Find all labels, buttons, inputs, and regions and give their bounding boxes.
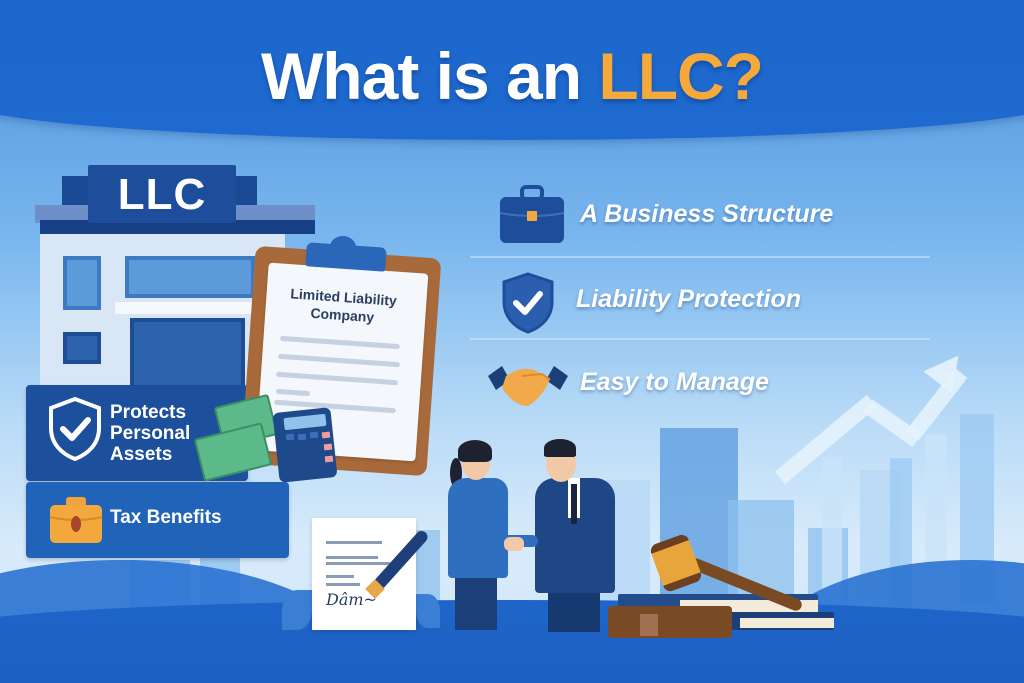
handshake-icon [484,358,572,412]
feature-liability-protection: Liability Protection [490,262,910,342]
feature-business-structure: A Business Structure [490,180,910,260]
footer-band [0,600,1024,683]
divider [470,256,930,258]
divider [470,338,930,340]
feature-easy-to-manage: Easy to Manage [488,344,910,424]
shield-check-icon [46,396,104,462]
title-accent: LLC? [598,39,764,113]
feature-card-label: Protects Personal Assets [110,402,191,465]
feature-label: A Business Structure [580,200,834,228]
building-sign-text: LLC [117,170,207,219]
feature-card-label: Tax Benefits [110,507,222,528]
feature-label: Easy to Manage [580,368,769,396]
plant-icon [416,594,440,628]
briefcase-icon [48,495,104,545]
page-title: What is an LLC? [0,38,1024,114]
plant-icon [282,590,312,630]
building-sign [88,165,236,223]
feature-label: Liability Protection [576,285,802,313]
title-text: What is an [261,39,599,113]
briefcase-icon [498,185,566,245]
header-band [0,0,1024,140]
shield-check-icon [500,272,556,334]
signature-text: Dâm~ [326,590,377,609]
arrow-up-icon [923,344,973,394]
